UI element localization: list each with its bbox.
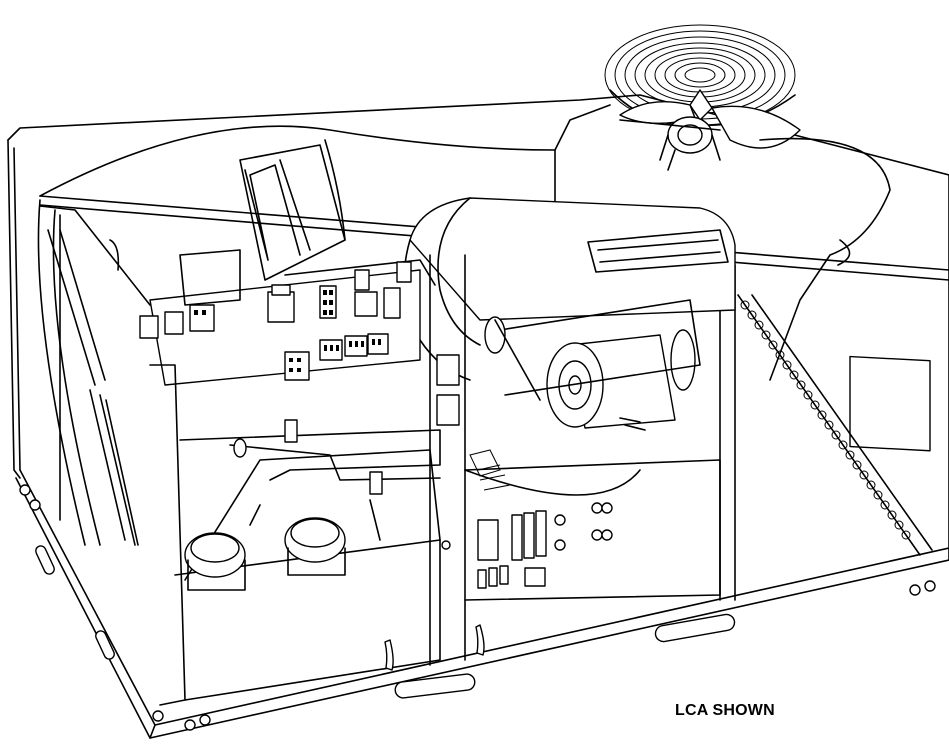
condenser-coil-strip <box>737 294 933 556</box>
evaporator-coil-center <box>469 449 511 491</box>
blower-housing <box>403 197 736 381</box>
compressor-1 <box>184 532 246 591</box>
left-coil <box>37 199 139 546</box>
door-latches <box>384 624 485 671</box>
right-access-panel <box>719 254 931 601</box>
blower-motor <box>499 299 701 431</box>
condenser-fan-motor <box>619 89 801 171</box>
electrical-components <box>464 459 721 601</box>
evaporator-truss <box>239 139 346 281</box>
center-divider <box>429 254 466 666</box>
compressor-2 <box>284 517 346 576</box>
condenser-shroud <box>759 137 891 381</box>
blower-pulley <box>484 316 541 401</box>
caption-label: LCA SHOWN <box>675 702 775 719</box>
refrigerant-piping <box>179 419 441 541</box>
control-board <box>139 259 436 386</box>
base-rail-openings <box>19 484 936 731</box>
left-interior-details <box>39 205 241 521</box>
